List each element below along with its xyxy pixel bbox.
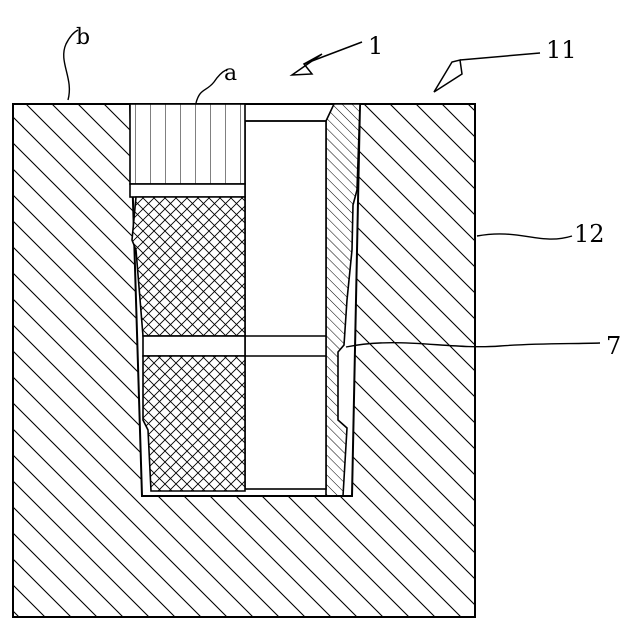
- separator-band: [143, 336, 245, 356]
- label-12: 12: [574, 220, 605, 248]
- upper-plug: [132, 197, 245, 336]
- label-1: 1: [368, 32, 383, 60]
- label-b: b: [76, 25, 90, 50]
- label-a: a: [224, 61, 237, 86]
- label-11: 11: [546, 36, 577, 64]
- inner-tube: [245, 121, 326, 489]
- leader-12: [477, 234, 572, 239]
- arrow-11: [434, 53, 540, 92]
- striped-fill-a: [130, 104, 245, 184]
- lower-plug: [143, 356, 245, 491]
- band-top: [130, 184, 245, 197]
- label-7: 7: [606, 332, 621, 360]
- arrow-1: [292, 42, 362, 75]
- leader-a: [196, 70, 226, 103]
